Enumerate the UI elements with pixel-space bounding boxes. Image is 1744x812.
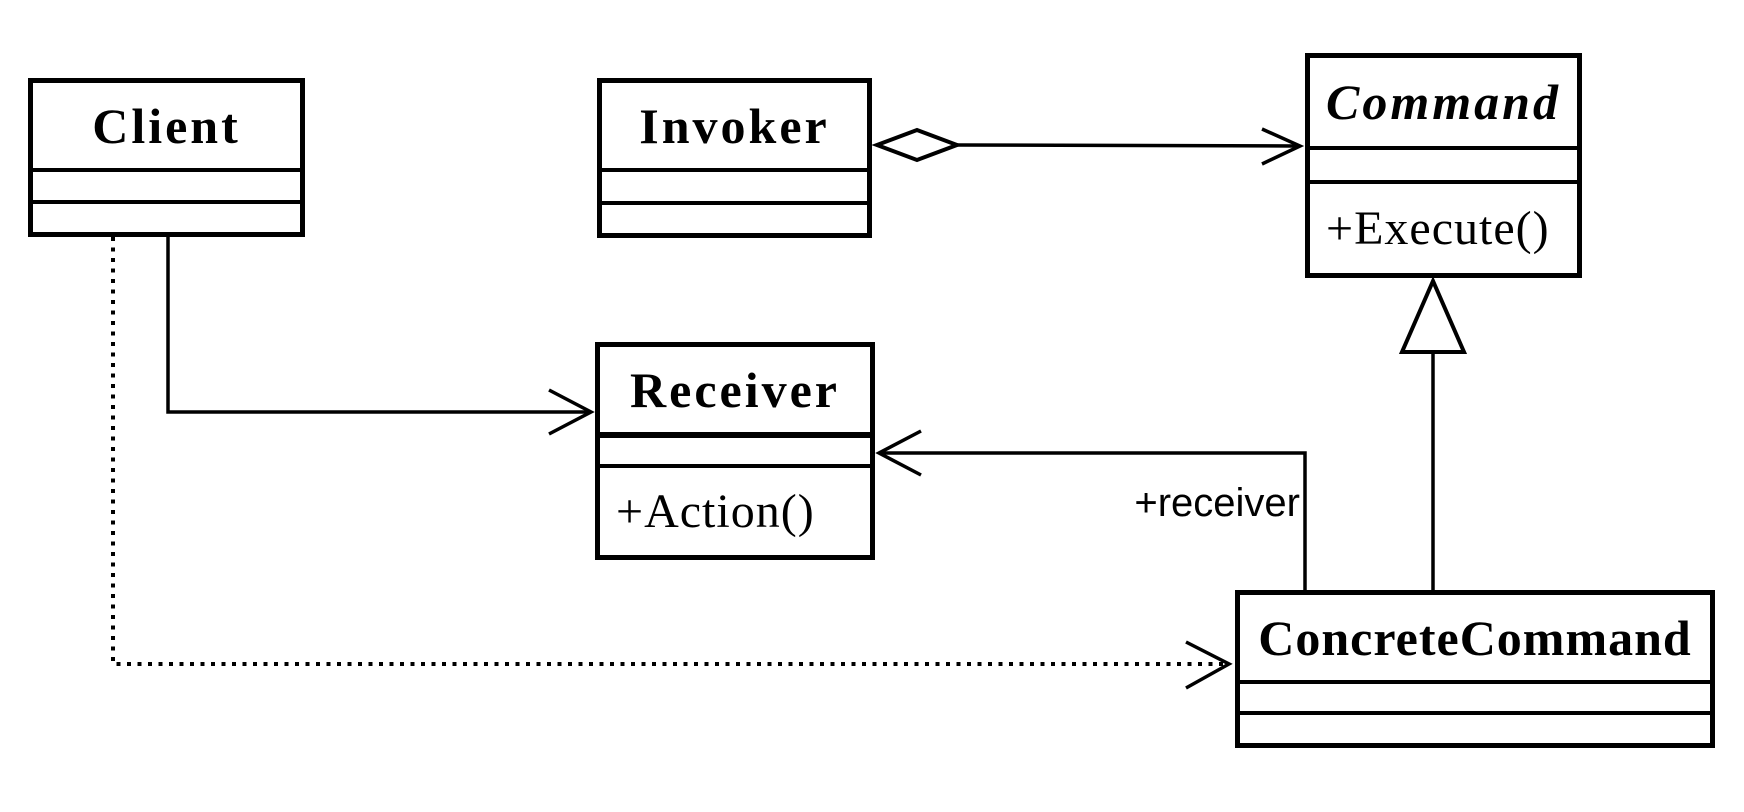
class-client-name: Client (92, 97, 241, 154)
class-invoker-attributes (602, 168, 867, 201)
class-concretecommand-operations (1240, 711, 1710, 743)
association-client-receiver-line (166, 237, 588, 414)
class-client-attributes (33, 168, 300, 200)
arrowhead-open-command-left-icon (1261, 127, 1305, 166)
aggregation-line (956, 143, 1297, 148)
class-command-operations: +Execute() (1310, 180, 1577, 273)
arrowhead-open-receiver-left-icon (548, 388, 595, 436)
class-client: Client (28, 78, 305, 237)
class-command-name: Command (1326, 74, 1561, 130)
aggregation-diamond-icon (871, 127, 963, 163)
class-concretecommand: ConcreteCommand (1235, 590, 1715, 748)
association-concretecommand-receiver (875, 429, 1307, 590)
class-invoker-name: Invoker (639, 97, 830, 154)
dependency-dotted-line (111, 237, 1224, 666)
class-invoker: Invoker (597, 78, 872, 238)
arrowhead-open-concretecommand-left-icon (1185, 640, 1233, 690)
receiver-role-line (882, 451, 1307, 590)
inheritance-concretecommand-command (1398, 276, 1468, 590)
aggregation-invoker-command (871, 127, 1305, 166)
class-client-operations (33, 200, 300, 232)
arrowhead-open-receiver-right-icon (875, 429, 922, 477)
class-concretecommand-attributes (1240, 680, 1710, 711)
receiver-role-label: +receiver (1134, 481, 1300, 525)
association-client-receiver (166, 237, 595, 436)
class-receiver-name: Receiver (630, 361, 840, 418)
class-receiver-attributes (600, 432, 870, 464)
dependency-client-concretecommand (111, 237, 1233, 690)
class-command: Command +Execute() (1305, 53, 1582, 278)
class-receiver-operations: +Action() (600, 464, 870, 555)
class-receiver: Receiver +Action() (595, 342, 875, 560)
inheritance-triangle-icon (1398, 276, 1468, 354)
class-concretecommand-name: ConcreteCommand (1258, 609, 1692, 666)
class-invoker-operations (602, 201, 867, 233)
class-command-attributes (1310, 146, 1577, 180)
